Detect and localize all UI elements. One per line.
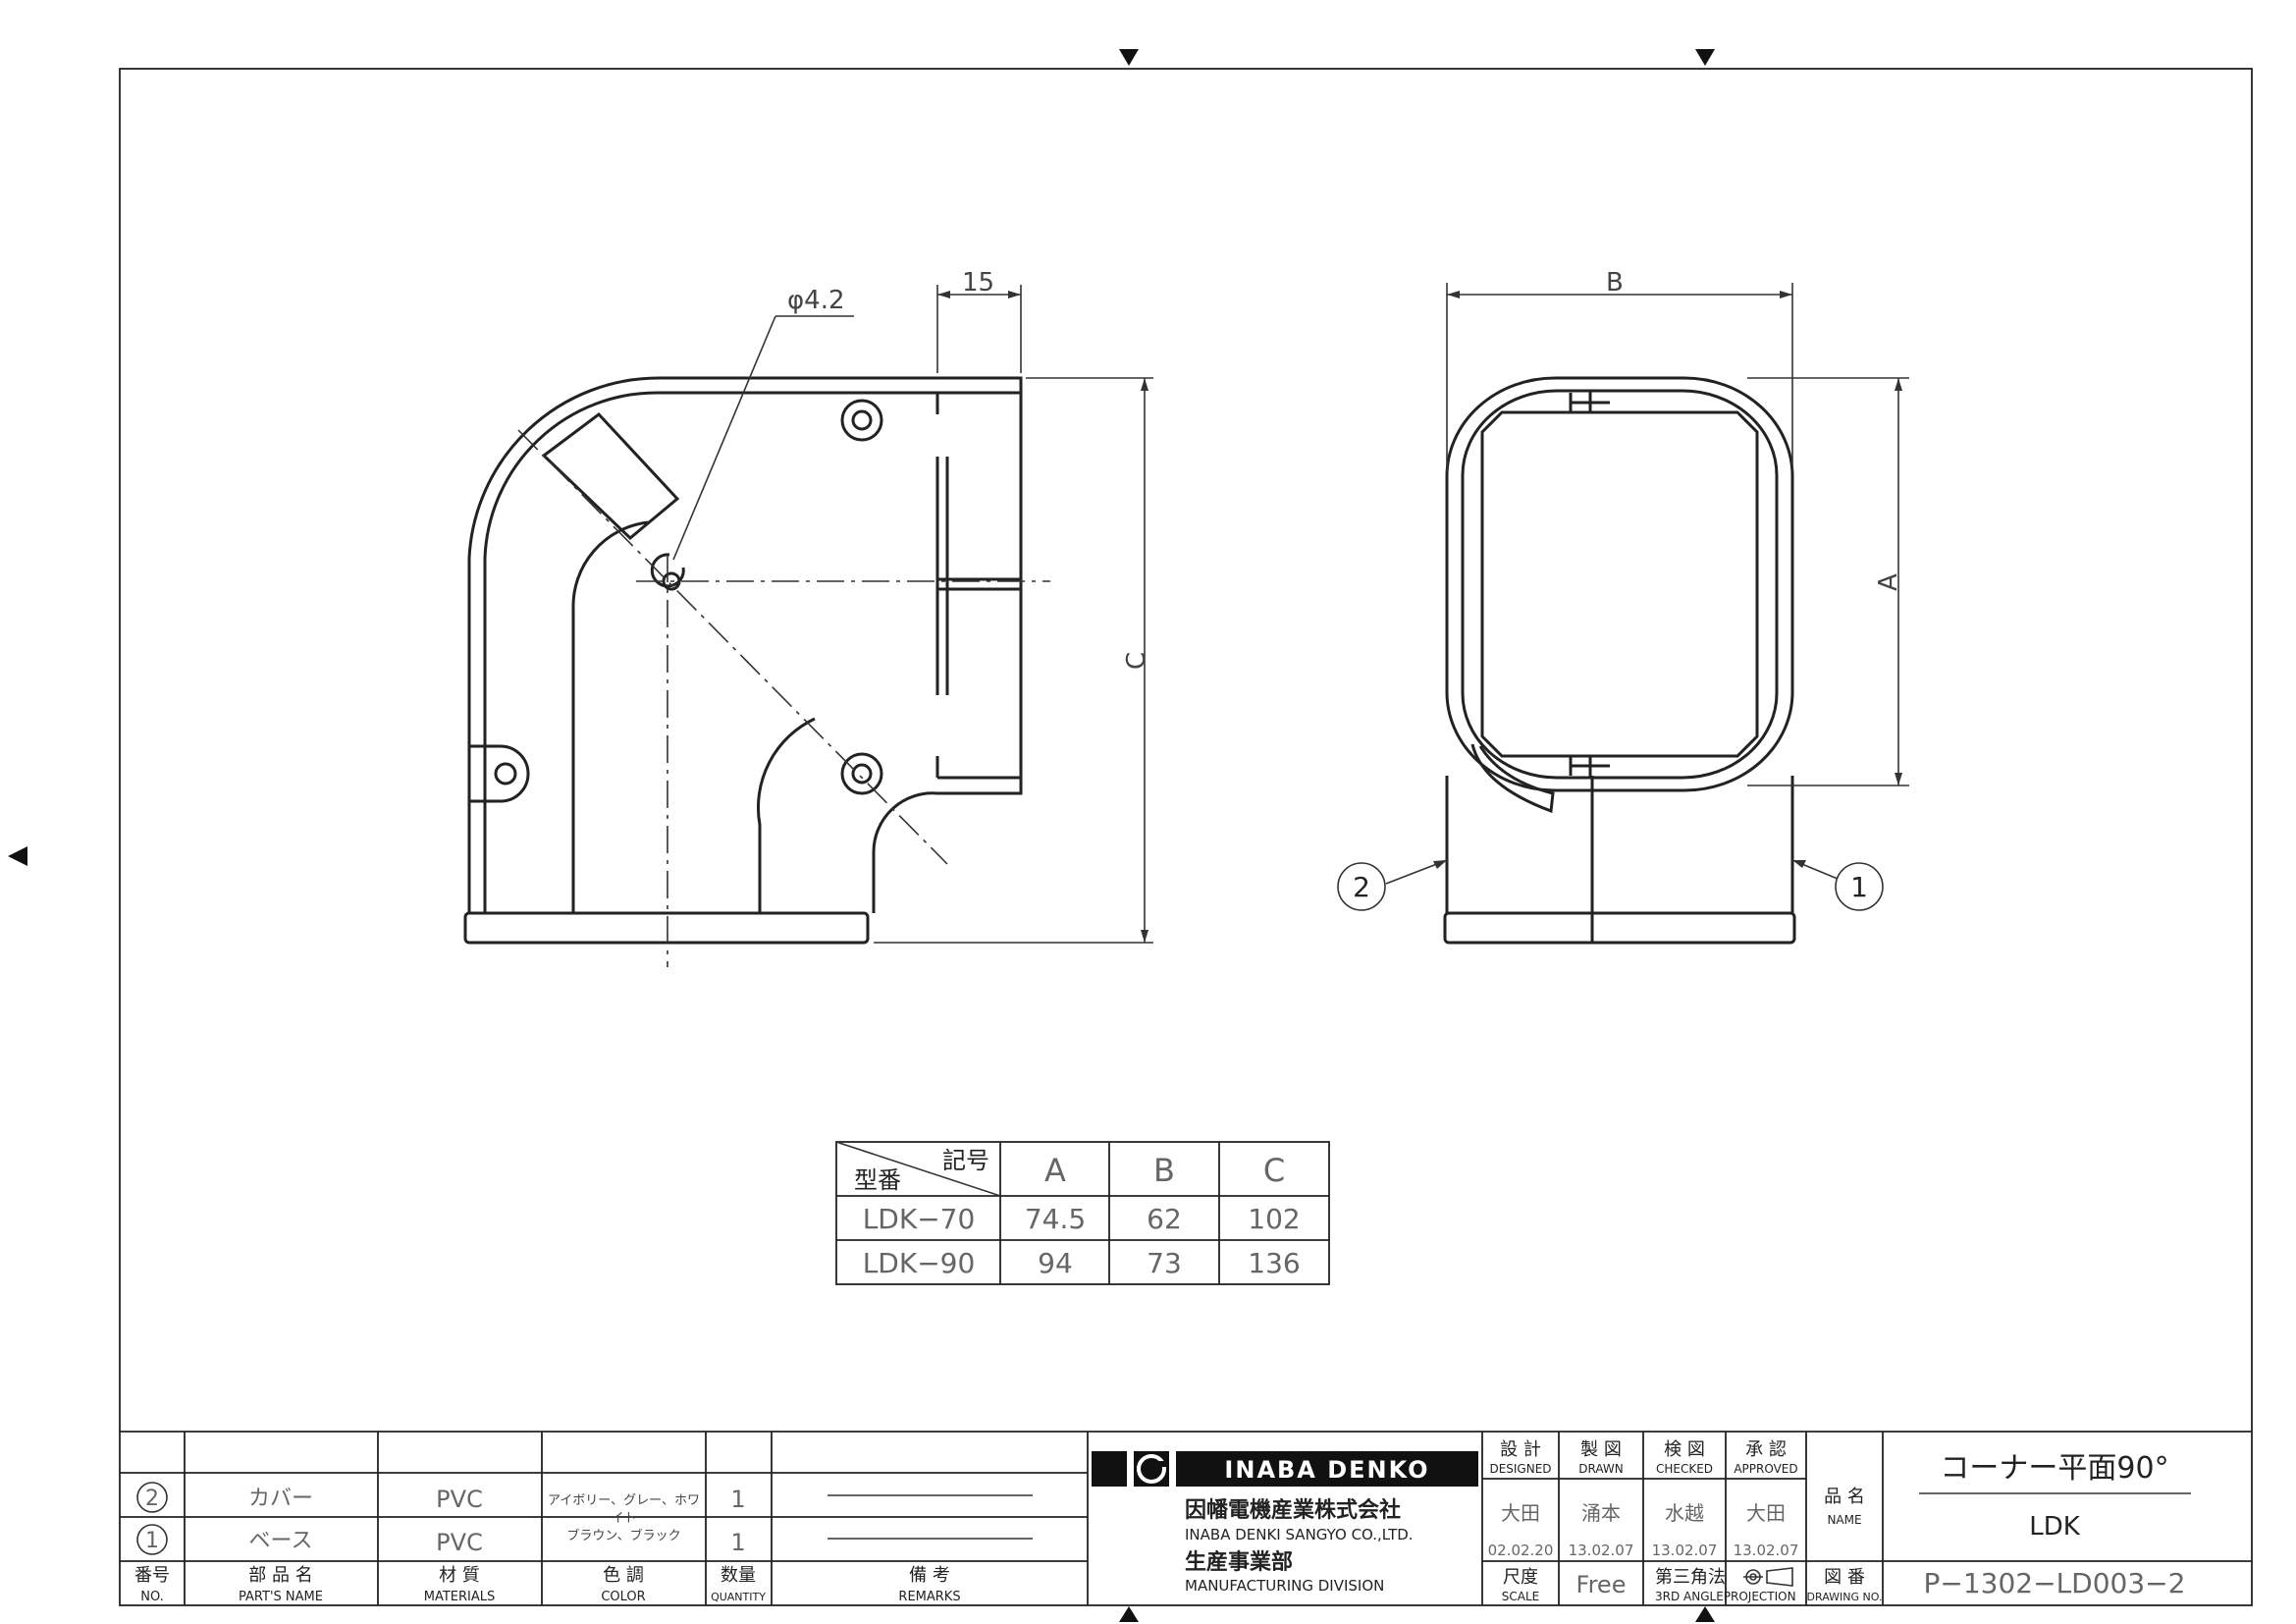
checked-name: 水越 [1665, 1501, 1704, 1525]
product-title: コーナー平面90° [1940, 1451, 2168, 1486]
part-1-material: PVC [436, 1529, 483, 1556]
header-qty-jp: 数量 [721, 1565, 756, 1586]
product-code: LDK [2029, 1512, 2081, 1542]
dim-15-label: 15 [962, 268, 994, 298]
dim-b-label: B [1606, 268, 1624, 298]
designed-name: 大田 [1501, 1501, 1540, 1525]
part-1-number: 1 [145, 1529, 159, 1553]
header-remarks-jp: 備 考 [909, 1565, 950, 1586]
header-no-en: NO. [140, 1590, 164, 1604]
company-name-en: INABA DENKI SANGYO CO.,LTD. [1185, 1526, 1414, 1543]
designed-date: 02.02.20 [1488, 1542, 1554, 1559]
size-table [835, 1141, 1330, 1285]
approved-date: 13.02.07 [1734, 1542, 1799, 1559]
part-1-number-circle [136, 1524, 168, 1555]
part-2-material: PVC [436, 1486, 483, 1513]
header-color-jp: 色 調 [603, 1565, 644, 1586]
drawing-no-label-en: DRAWING NO. [1807, 1591, 1883, 1603]
part-2-number: 2 [145, 1487, 159, 1511]
scale-jp: 尺度 [1503, 1567, 1538, 1588]
size-table-row2-c: 136 [1248, 1247, 1300, 1279]
size-table-row2-b: 73 [1147, 1247, 1182, 1279]
approved-en: APPROVED [1734, 1462, 1797, 1476]
name-label-jp: 品 名 [1824, 1487, 1865, 1507]
scale-value: Free [1576, 1571, 1627, 1598]
part-1-name: ベース [249, 1529, 313, 1553]
dim-c-label: C [1122, 652, 1151, 670]
front-view [1337, 283, 1909, 945]
scale-en: SCALE [1502, 1590, 1539, 1603]
projection-en: 3RD ANGLEPROJECTION [1655, 1590, 1796, 1603]
designed-en: DESIGNED [1489, 1462, 1551, 1476]
header-name-jp: 部 品 名 [248, 1565, 312, 1586]
size-table-header-a: A [1044, 1152, 1066, 1189]
sheet-border [119, 68, 2253, 1606]
part-color: アイボリー、グレー、ホワイト ブラウン、ブラック [547, 1493, 701, 1542]
side-view [463, 285, 1153, 967]
drawn-date: 13.02.07 [1569, 1542, 1634, 1559]
header-no-jp: 番号 [134, 1565, 170, 1586]
company-logo-square [1092, 1451, 1127, 1487]
size-table-row1-model: LDK−70 [863, 1203, 976, 1235]
drawn-name: 涌本 [1581, 1501, 1621, 1525]
company-brand-bar [1176, 1451, 1478, 1487]
header-name-en: PART'S NAME [239, 1590, 323, 1604]
balloon-1-label: 1 [1850, 871, 1868, 903]
size-table-row1-b: 62 [1147, 1203, 1182, 1235]
balloon-2-label: 2 [1353, 871, 1370, 903]
projection-jp: 第三角法 [1655, 1567, 1726, 1588]
size-table-row1-c: 102 [1248, 1203, 1300, 1235]
checked-date: 13.02.07 [1652, 1542, 1718, 1559]
part-1-quantity: 1 [730, 1529, 745, 1556]
company-division-en: MANUFACTURING DIVISION [1185, 1577, 1384, 1595]
part-2-quantity: 1 [730, 1486, 745, 1513]
checked-en: CHECKED [1656, 1462, 1713, 1476]
drawn-jp: 製 図 [1580, 1439, 1622, 1460]
size-table-row2-a: 94 [1038, 1247, 1073, 1279]
designed-jp: 設 計 [1500, 1439, 1541, 1460]
dim-a-label: A [1874, 573, 1903, 591]
company-logo-icon [1134, 1451, 1169, 1487]
header-material-jp: 材 質 [439, 1565, 480, 1586]
company-brand: INABA DENKO [1224, 1456, 1429, 1484]
drawn-en: DRAWN [1578, 1462, 1624, 1476]
centering-marks [8, 49, 1715, 1622]
header-color-en: COLOR [601, 1590, 645, 1604]
title-block-grid [120, 1431, 2252, 1605]
approved-name: 大田 [1746, 1501, 1786, 1525]
size-table-header-c: C [1263, 1152, 1285, 1189]
size-table-row1-a: 74.5 [1025, 1203, 1086, 1235]
drawing-number: P−1302−LD003−2 [1924, 1567, 2186, 1599]
header-qty-en: QUANTITY [711, 1591, 766, 1603]
size-table-row2-model: LDK−90 [863, 1247, 976, 1279]
checked-jp: 検 図 [1664, 1439, 1705, 1460]
company-division-jp: 生産事業部 [1185, 1549, 1293, 1575]
third-angle-projection-icon [1743, 1567, 1793, 1587]
size-table-corner-top: 記号 [942, 1147, 989, 1174]
size-table-header-b: B [1153, 1152, 1175, 1189]
size-table-corner-bottom: 型番 [854, 1166, 901, 1194]
company-name-jp: 因幡電機産業株式会社 [1185, 1497, 1401, 1523]
name-label-en: NAME [1827, 1513, 1861, 1527]
approved-jp: 承 認 [1745, 1439, 1787, 1460]
header-remarks-en: REMARKS [898, 1590, 960, 1604]
part-2-name: カバー [248, 1487, 313, 1511]
part-2-number-circle [136, 1482, 168, 1513]
header-material-en: MATERIALS [424, 1590, 496, 1604]
drawing-no-label-jp: 図 番 [1824, 1567, 1865, 1588]
dim-phi-label: φ4.2 [787, 286, 845, 315]
